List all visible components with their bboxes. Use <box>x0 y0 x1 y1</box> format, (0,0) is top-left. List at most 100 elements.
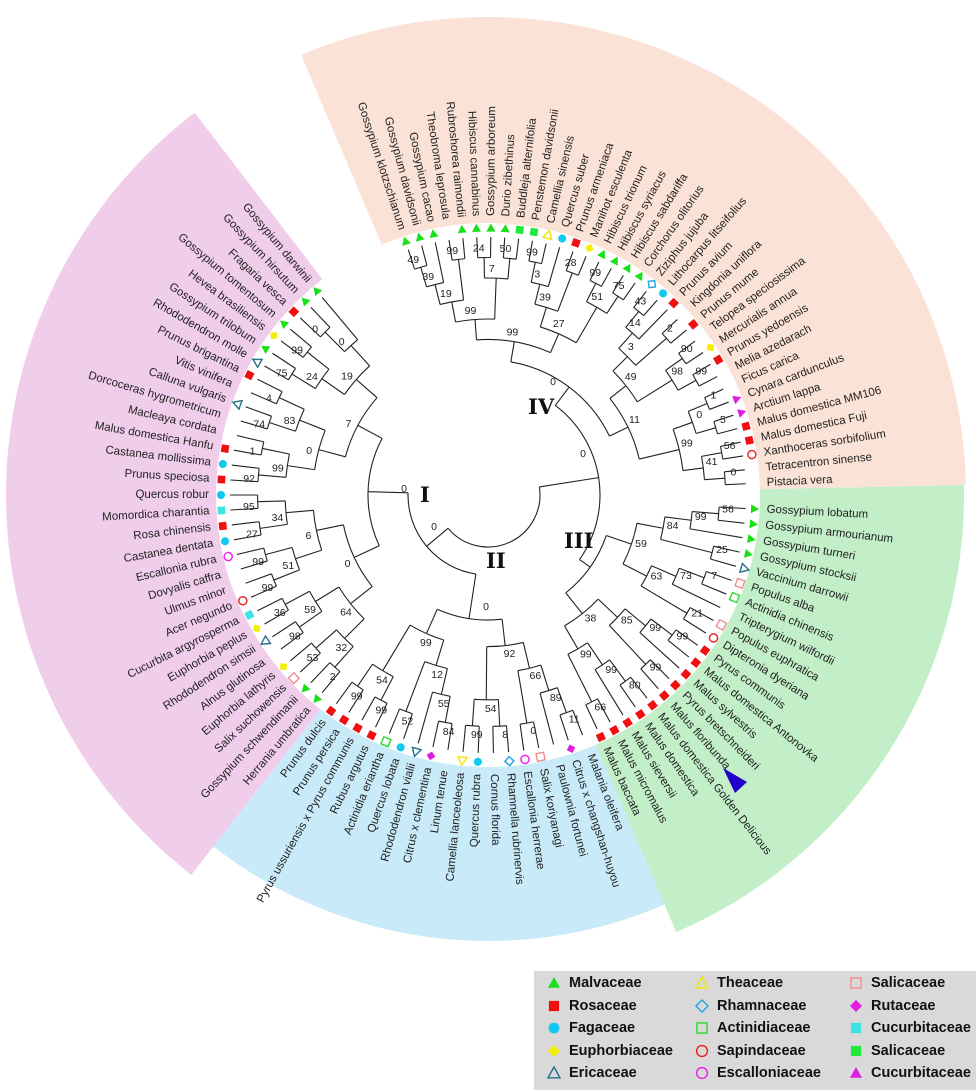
support-value: 7 <box>345 418 351 430</box>
square-shape <box>535 751 546 763</box>
salicaceae_fill-icon <box>850 1045 862 1056</box>
internal-branch <box>257 500 286 503</box>
support-value: 99 <box>580 649 592 661</box>
branch-arc <box>314 430 326 470</box>
square-shape <box>244 370 255 381</box>
square-shape <box>244 609 255 620</box>
leaf-branch <box>594 669 624 716</box>
legend-item-theaceae: Theaceae <box>694 975 783 991</box>
internal-branch <box>597 598 618 618</box>
leaf-branch <box>601 268 612 287</box>
marker-ericaceae-icon <box>259 634 272 645</box>
support-value: 34 <box>272 512 284 524</box>
marker-rosaceae-icon <box>668 297 680 309</box>
leaf-branch <box>585 704 598 730</box>
triangle-shape <box>694 975 710 989</box>
support-value: 27 <box>553 318 565 330</box>
support-value: 2 <box>330 671 336 683</box>
square-shape <box>669 679 681 691</box>
marker-euphorbiaceae-icon <box>548 1044 560 1057</box>
support-value: 99 <box>351 690 363 702</box>
circle-shape <box>473 757 482 766</box>
cucurbitaceae_sq-icon <box>850 1022 862 1034</box>
support-value: 0 <box>731 466 737 478</box>
internal-branch <box>324 331 345 352</box>
triangle-shape <box>737 409 747 418</box>
support-value: 98 <box>289 630 301 642</box>
marker-salicaceae_open-icon <box>715 618 728 632</box>
clade-I-II-node-stem <box>368 491 409 494</box>
support-value: 99 <box>589 267 601 279</box>
diamond-shape <box>426 751 436 761</box>
support-value: 55 <box>438 698 450 710</box>
support-value: 24 <box>306 371 318 383</box>
marker-malvaceae-icon <box>750 504 760 514</box>
leaf-branch <box>476 237 479 258</box>
marker-malvaceae-icon <box>749 519 758 529</box>
leaf-branch <box>619 684 636 708</box>
support-value: 99 <box>695 511 707 523</box>
leaf-branch <box>432 720 440 748</box>
circle-shape <box>238 595 248 606</box>
tree-branches <box>230 237 746 753</box>
support-value: 52 <box>402 716 414 728</box>
leaf-branch <box>706 571 732 581</box>
support-value: 75 <box>276 368 288 380</box>
internal-branch <box>664 516 692 521</box>
branch-arc <box>492 725 507 727</box>
support-value: 0 <box>339 336 345 348</box>
support-value: 0 <box>483 601 489 613</box>
triangle-shape <box>609 256 618 266</box>
legend-item-escalloniaceae: Escalloniaceae <box>694 1065 821 1081</box>
legend-item-malvaceae: Malvaceae <box>546 975 642 991</box>
marker-rhamnaceae-icon <box>647 279 657 289</box>
leaf-branch <box>713 414 734 423</box>
support-value: 73 <box>680 570 692 582</box>
marker-actinidiaceae-icon <box>696 1022 708 1034</box>
branch-arc <box>424 661 448 670</box>
internal-branch <box>585 283 597 302</box>
escalloniaceae-icon <box>695 1066 709 1080</box>
leaf-branch <box>710 558 737 567</box>
marker-euphorbiaceae-icon <box>280 663 287 671</box>
marker-malvaceae-icon <box>743 548 753 558</box>
leaf-branch <box>698 376 718 387</box>
leaf-branch <box>633 290 647 308</box>
internal-branch <box>435 639 445 666</box>
support-value: 56 <box>722 503 734 515</box>
circle-shape <box>520 754 530 765</box>
theaceae-icon <box>694 975 710 989</box>
square-shape <box>325 705 337 717</box>
marker-malvaceae-icon <box>415 232 425 242</box>
euphorbiaceae-icon <box>548 1044 560 1057</box>
leaf-branch <box>638 309 668 340</box>
support-value: 99 <box>471 729 483 741</box>
branch-arc <box>291 547 301 571</box>
circle-shape <box>708 633 719 643</box>
marker-salicaceae_fill-icon <box>529 227 539 237</box>
marker-rosaceae-icon <box>690 657 702 669</box>
circle-shape <box>695 1066 709 1080</box>
marker-euphorbiaceae-icon <box>252 624 261 633</box>
legend-item-euphorbiaceae: Euphorbiaceae <box>546 1043 673 1059</box>
branch-arc <box>476 338 551 354</box>
support-value: 0 <box>550 376 556 388</box>
leaf-branch <box>348 689 364 713</box>
marker-fagaceae-icon <box>558 234 567 243</box>
triangle-shape <box>749 519 758 529</box>
marker-actinidiaceae-icon <box>380 735 392 748</box>
marker-rosaceae-icon <box>680 668 692 680</box>
marker-actinidiaceae-icon <box>728 591 741 604</box>
leaf-branch <box>689 528 743 539</box>
triangle-shape <box>500 224 510 233</box>
clade-label-IV: IV <box>528 394 555 419</box>
legend-item-rhamnaceae: Rhamnaceae <box>694 998 806 1014</box>
leaf-branch <box>717 519 745 524</box>
support-value: 75 <box>613 280 625 292</box>
support-value: 99 <box>420 637 432 649</box>
support-value: 98 <box>671 365 683 377</box>
marker-rosaceae-icon <box>669 679 681 691</box>
marker-cucurbitaceae_tri-icon <box>737 409 747 418</box>
triangle-shape <box>261 345 271 355</box>
